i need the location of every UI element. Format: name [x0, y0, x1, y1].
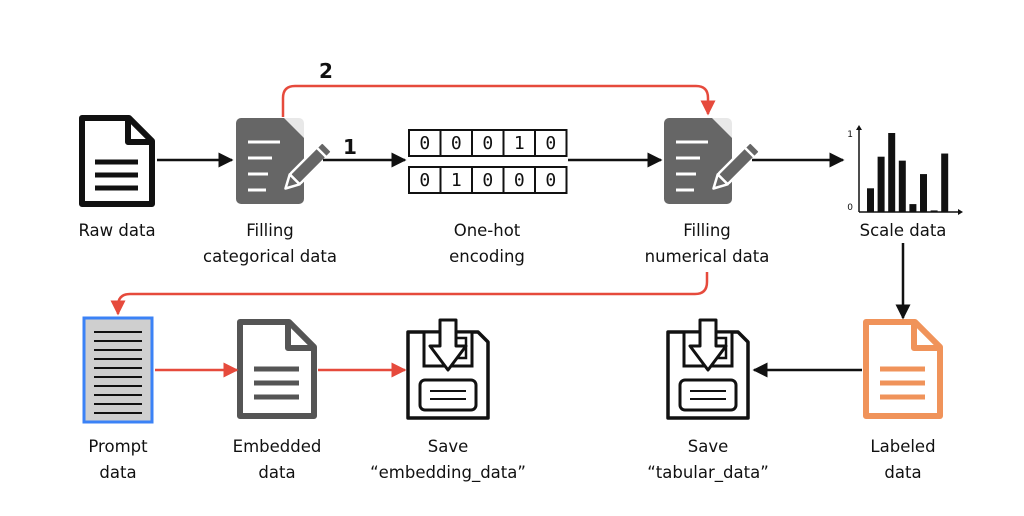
step-number-1: 1 — [343, 135, 357, 159]
raw-data-label: Raw data — [78, 221, 155, 240]
chart-bar — [930, 210, 938, 212]
embedded-data-label-line1: Embedded — [233, 437, 322, 456]
onehot-cell-value: 0 — [545, 133, 556, 154]
filling-numerical-label-line2: numerical data — [645, 247, 770, 266]
chart-x-axis-arrowhead — [958, 209, 963, 215]
prompt-data-document-icon — [82, 316, 154, 424]
labeled-data-label-line2: data — [884, 463, 921, 482]
filling-numerical-label-line1: Filling — [683, 221, 731, 240]
chart-tick-label: 0 — [847, 203, 853, 213]
onehot-cell-value: 1 — [451, 170, 462, 191]
onehot-cell — [502, 129, 536, 157]
save-tabular-label-line1: Save — [688, 437, 729, 456]
save-embedding-label-line2: “embedding_data” — [370, 463, 526, 483]
chart-bar — [909, 204, 917, 212]
embedded-data-label-line2: data — [258, 463, 295, 482]
chart-tick-label: 1 — [847, 130, 853, 140]
onehot-label-line2: encoding — [449, 247, 525, 266]
chart-bar — [867, 188, 874, 212]
filling-numerical-icon — [664, 118, 761, 204]
onehot-cell-value: 0 — [482, 133, 493, 154]
onehot-cell — [439, 166, 473, 194]
onehot-label-line1: One-hot — [454, 221, 521, 240]
prompt-data-label-line2: data — [99, 463, 136, 482]
raw-data-document-icon — [79, 115, 155, 207]
onehot-cell — [534, 129, 568, 157]
chart-y-axis-arrowhead — [856, 125, 862, 130]
save-embedding-label-line1: Save — [428, 437, 469, 456]
chart-bar — [898, 160, 906, 212]
prompt-data-label-line1: Prompt — [88, 437, 148, 456]
onehot-cell-value: 0 — [514, 170, 525, 191]
onehot-cell — [471, 129, 505, 157]
labeled-data-document-icon — [863, 319, 943, 419]
filling-categorical-label-line2: categorical data — [203, 247, 337, 266]
onehot-cell — [534, 166, 568, 194]
embedded-data-document-icon — [237, 319, 317, 419]
scale-data-label: Scale data — [860, 221, 947, 240]
red-arrow-fillnum-to-prompt — [110, 272, 709, 316]
onehot-cell-value: 0 — [419, 170, 430, 191]
onehot-cell-value: 1 — [514, 133, 525, 154]
filling-categorical-icon — [236, 118, 333, 204]
save-tabular-floppy-icon — [666, 318, 750, 420]
scale-data-chart-icon: 10 — [847, 125, 963, 215]
chart-bar — [920, 174, 927, 212]
save-embedding-floppy-icon — [406, 318, 490, 420]
onehot-cell-value: 0 — [451, 133, 462, 154]
save-tabular-label-line2: “tabular_data” — [647, 463, 769, 483]
filling-categorical-label-line1: Filling — [246, 221, 294, 240]
onehot-cell — [502, 166, 536, 194]
labeled-data-label-line1: Labeled — [870, 437, 935, 456]
red-arrow-fillcat-to-fillnum — [281, 84, 716, 117]
chart-bar — [877, 156, 885, 212]
chart-bar — [888, 133, 896, 212]
onehot-cell-value: 0 — [419, 133, 430, 154]
onehot-cell-value: 0 — [545, 170, 556, 191]
onehot-cell — [471, 166, 505, 194]
onehot-cell-value: 0 — [482, 170, 493, 191]
step-number-2: 2 — [319, 59, 333, 83]
chart-bar — [941, 153, 949, 212]
